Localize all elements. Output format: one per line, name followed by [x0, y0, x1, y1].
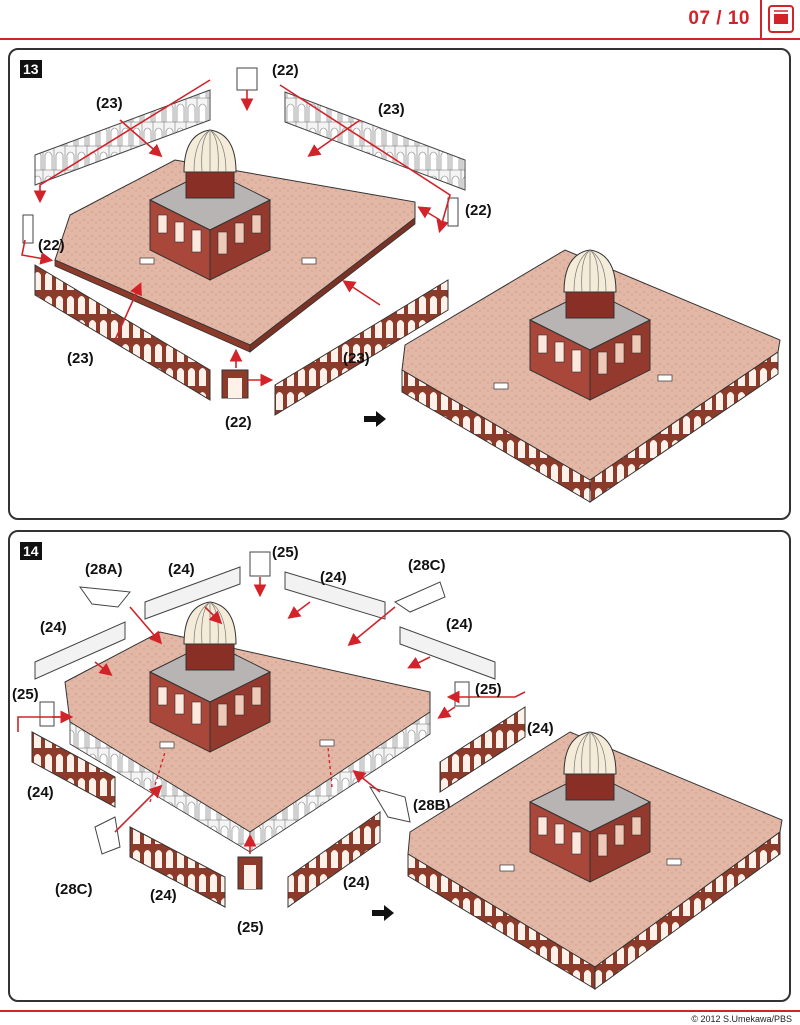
right-arrow-icon	[372, 905, 394, 921]
part-label: (22)	[38, 237, 65, 254]
corner-piece	[368, 786, 411, 823]
gate-piece	[454, 681, 470, 707]
assembled-side-arcade	[594, 831, 781, 990]
assembled-side-arcade	[589, 351, 779, 503]
top-bar: 07 / 10	[0, 0, 800, 40]
hatch	[319, 739, 335, 747]
right-arrow-icon	[364, 411, 386, 427]
gate-piece	[249, 551, 271, 577]
gate-piece	[39, 701, 55, 727]
step-14-panel: 14	[8, 530, 791, 1002]
copyright: © 2012 S.Umekawa/PBS	[691, 1014, 792, 1024]
footer-rule	[0, 1010, 800, 1012]
gate-piece	[244, 865, 256, 889]
part-label: (24)	[320, 569, 347, 586]
step-number: 13	[20, 60, 42, 78]
hatch	[301, 257, 317, 265]
hatch	[666, 858, 682, 866]
tomb-building	[149, 601, 271, 753]
part-label: (24)	[150, 887, 177, 904]
part-label: (22)	[225, 414, 252, 431]
step-14-diagram: (25) (28A) (24) (24) (28C) (24) (24) (25…	[12, 544, 783, 990]
part-label: (28C)	[55, 881, 93, 898]
arcade-wall	[274, 279, 449, 416]
document-icon[interactable]	[766, 4, 796, 34]
part-label: (24)	[527, 720, 554, 737]
step-number: 14	[20, 542, 42, 560]
gate-piece	[228, 378, 242, 398]
hatch	[493, 382, 509, 390]
guide-arrows	[17, 577, 526, 854]
tomb-building	[149, 129, 271, 281]
part-label: (23)	[96, 95, 123, 112]
part-label: (24)	[446, 616, 473, 633]
part-label: (24)	[343, 874, 370, 891]
guide-arrows	[21, 79, 451, 387]
part-label: (28C)	[408, 557, 446, 574]
gate-piece	[22, 214, 34, 244]
part-label: (23)	[378, 101, 405, 118]
part-label: (22)	[465, 202, 492, 219]
part-label: (24)	[168, 561, 195, 578]
part-label: (25)	[237, 919, 264, 936]
hatch	[139, 257, 155, 265]
header-divider	[760, 0, 762, 40]
part-label: (24)	[40, 619, 67, 636]
part-label: (28B)	[413, 797, 451, 814]
platform-side-right	[249, 217, 416, 353]
part-label: (25)	[272, 544, 299, 561]
arcade-wall	[284, 91, 466, 191]
step-13-panel: 13	[8, 48, 791, 520]
corner-piece	[78, 586, 131, 608]
step-13-diagram: (22) (23) (23) (22) (22) (23) (23) (22)	[21, 62, 781, 503]
zigzag-strips	[34, 566, 496, 680]
corner-piece	[94, 816, 121, 855]
part-label: (23)	[343, 350, 370, 367]
header-rule	[0, 38, 800, 40]
part-label: (28A)	[85, 561, 123, 578]
red-zigzag-strips	[31, 706, 526, 908]
gate-piece	[236, 67, 258, 91]
hatch	[499, 864, 515, 872]
part-label: (23)	[67, 350, 94, 367]
part-label: (22)	[272, 62, 299, 79]
part-label: (25)	[475, 681, 502, 698]
hatch	[159, 741, 175, 749]
part-label: (25)	[12, 686, 39, 703]
dashed-guides	[149, 746, 333, 803]
gate-piece	[447, 197, 459, 227]
page-counter: 07 / 10	[688, 8, 750, 29]
part-label: (24)	[27, 784, 54, 801]
corner-piece	[393, 581, 446, 613]
arcade-wall	[34, 264, 211, 401]
hatch	[657, 374, 673, 382]
